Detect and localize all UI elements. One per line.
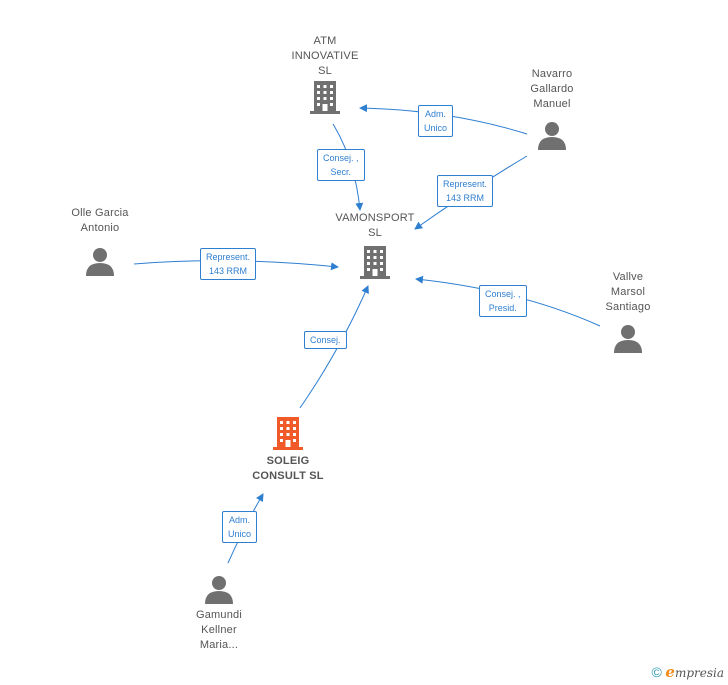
building-icon xyxy=(273,417,303,450)
node-label: Vallve Marsol Santiago xyxy=(605,271,651,313)
node-label: SOLEIG CONSULT SL xyxy=(252,455,324,482)
node-olle-garcia[interactable]: Olle Garcia Antonio xyxy=(50,206,150,276)
node-navarro-gallardo[interactable]: Navarro Gallardo Manuel xyxy=(502,67,602,150)
node-label: VAMONSPORT SL xyxy=(335,212,415,239)
edge-label-navarro-vamon[interactable]: Represent. 143 RRM xyxy=(437,175,494,207)
building-icon xyxy=(310,81,340,114)
building-icon xyxy=(360,246,390,279)
edge-label-soleig-vamon[interactable]: Consej. xyxy=(304,331,347,349)
person-icon xyxy=(205,576,233,604)
person-icon xyxy=(86,248,114,276)
node-atm-innovative[interactable]: ATM INNOVATIVE SL xyxy=(270,34,380,115)
edge-label-gamundi-soleig[interactable]: Adm. Unico xyxy=(222,511,258,543)
node-vallve-marsol[interactable]: Vallve Marsol Santiago xyxy=(578,270,678,353)
node-label: Olle Garcia Antonio xyxy=(71,207,129,234)
node-vamonsport[interactable]: VAMONSPORT SL xyxy=(320,211,430,280)
edge-label-navarro-atm[interactable]: Adm. Unico xyxy=(418,105,454,137)
node-gamundi-kellner[interactable]: Gamundi Kellner Maria... xyxy=(169,574,269,653)
edge-label-atm-vamon[interactable]: Consej. , Secr. xyxy=(317,149,365,181)
brand-logo: empresia xyxy=(665,663,724,681)
copyright-symbol: © xyxy=(651,664,662,680)
person-icon xyxy=(614,325,642,353)
edge-label-vallve-vamon[interactable]: Consej. , Presid. xyxy=(479,285,527,317)
node-label: ATM INNOVATIVE SL xyxy=(291,35,359,77)
person-icon xyxy=(538,122,566,150)
empresia-watermark: © empresia xyxy=(651,663,724,681)
node-soleig-consult[interactable]: SOLEIG CONSULT SL xyxy=(228,414,348,484)
edge-label-olle-vamon[interactable]: Represent. 143 RRM xyxy=(200,248,257,280)
node-label: Navarro Gallardo Manuel xyxy=(530,68,574,110)
node-label: Gamundi Kellner Maria... xyxy=(195,609,243,651)
